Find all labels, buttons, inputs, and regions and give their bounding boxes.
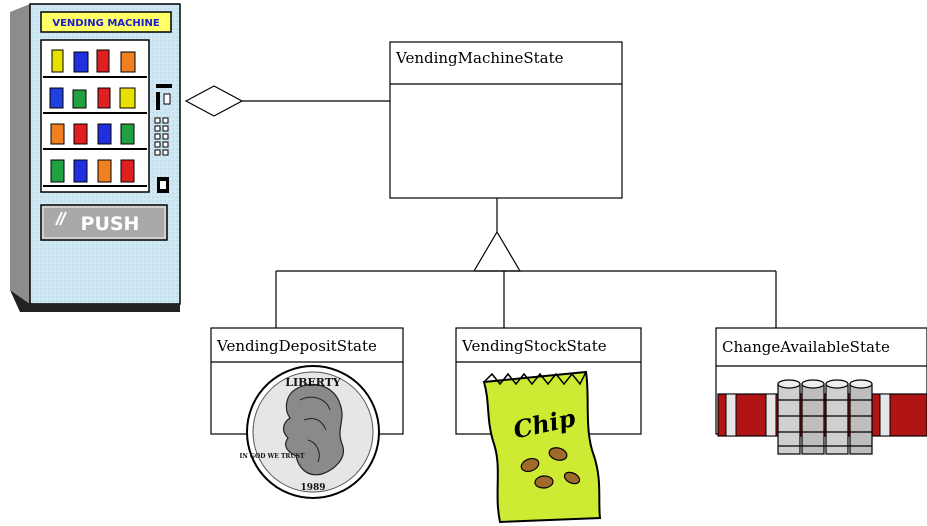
inheritance-connector	[276, 198, 776, 328]
coin-motto-text: IN GOD WE TRUST	[240, 453, 305, 460]
aggregation-connector	[186, 86, 390, 116]
chip-bag-illustration: Chip	[484, 372, 600, 522]
vending-banner-text: VENDING MACHINE	[52, 18, 160, 29]
push-label: PUSH	[81, 213, 140, 235]
coin-top-text: LIBERTY	[285, 376, 341, 389]
aggregation-diamond-icon	[186, 86, 242, 116]
inheritance-triangle-icon	[474, 232, 520, 271]
class-name-vending-deposit-state: VendingDepositState	[216, 337, 377, 355]
class-vending-machine-state: VendingMachineState	[390, 42, 622, 198]
coin-year-text: 1989	[300, 483, 325, 493]
class-name-vending-machine-state: VendingMachineState	[395, 49, 564, 67]
class-name-change-available-state: ChangeAvailableState	[722, 338, 890, 356]
vending-machine-illustration: VENDING MACHINE	[10, 4, 180, 312]
class-name-vending-stock-state: VendingStockState	[461, 337, 607, 355]
